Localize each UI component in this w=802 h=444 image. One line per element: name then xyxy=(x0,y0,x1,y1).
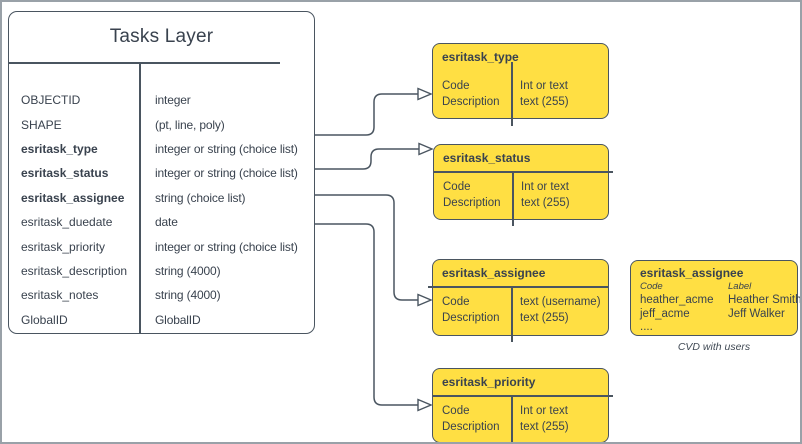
domain-box-esritask-type: esritask_type Code Description Int or te… xyxy=(432,43,609,126)
tasks-layer-table: Tasks Layer OBJECTID integer SHAPE (pt, … xyxy=(8,11,315,334)
connector-esritask-status xyxy=(315,148,419,170)
cvd-more-ellipsis: .... xyxy=(640,321,653,334)
table-row: esritask_duedate date xyxy=(9,210,314,234)
field-name: GlobalID xyxy=(21,312,68,327)
cvd-column-headers: Code Label xyxy=(640,280,797,294)
domain-field: Code xyxy=(443,181,471,193)
connector-esritask-type xyxy=(315,93,418,136)
field-name: OBJECTID xyxy=(21,93,81,108)
field-name: esritask_duedate xyxy=(21,215,113,230)
domain-box-right-column: Int or text text (255) xyxy=(512,171,608,219)
field-name: esritask_description xyxy=(21,263,128,278)
table-row: esritask_assignee string (choice list) xyxy=(9,186,314,210)
domain-field: Code xyxy=(442,405,470,417)
domain-box-left-column: Code Description xyxy=(434,171,512,219)
field-name: esritask_status xyxy=(21,166,109,181)
domain-box-right-column: Int or text text (255) xyxy=(511,395,608,442)
table-row: esritask_status integer or string (choic… xyxy=(9,161,314,185)
cvd-caption: CVD with users xyxy=(677,341,751,353)
table-row: esritask_description string (4000) xyxy=(9,259,314,283)
domain-field-type: Int or text xyxy=(521,181,569,193)
field-name: esritask_assignee xyxy=(21,190,125,205)
cvd-label-header: Label xyxy=(728,281,752,292)
table-row: GlobalID GlobalID xyxy=(9,308,314,332)
arrowhead-esritask-assignee xyxy=(417,293,433,307)
domain-field: Description xyxy=(443,197,501,209)
cvd-row: jeff_acme Jeff Walker xyxy=(640,308,797,322)
cvd-code: jeff_acme xyxy=(640,307,690,320)
table-row: OBJECTID integer xyxy=(9,88,314,112)
domain-box-title: esritask_status xyxy=(443,151,531,165)
domain-box-divider xyxy=(512,171,514,226)
field-name: esritask_type xyxy=(21,141,98,156)
table-row: esritask_type integer or string (choice … xyxy=(9,137,314,161)
field-type: GlobalID xyxy=(155,312,201,327)
field-type: integer xyxy=(155,93,191,108)
domain-box-title: esritask_assignee xyxy=(442,266,546,280)
field-name: esritask_notes xyxy=(21,288,99,303)
domain-box-right-column: Int or text text (255) xyxy=(511,70,608,118)
domain-box-header-line xyxy=(434,171,613,173)
domain-box-header-line xyxy=(433,395,613,397)
cvd-row: heather_acme Heather Smith xyxy=(640,293,800,308)
cvd-sample-box: esritask_assignee Code Label heather_acm… xyxy=(630,260,800,336)
domain-field: Code xyxy=(442,296,470,308)
field-type: integer or string (choice list) xyxy=(155,239,298,254)
field-rows: OBJECTID integer SHAPE (pt, line, poly) … xyxy=(9,88,314,332)
domain-box-divider xyxy=(511,395,513,442)
field-type: string (4000) xyxy=(155,263,221,278)
connector-esritask-assignee xyxy=(315,194,418,301)
domain-field-type: text (255) xyxy=(520,312,569,324)
domain-box-title: esritask_type xyxy=(442,50,519,64)
cvd-code: heather_acme xyxy=(640,293,714,306)
connector-esritask-priority xyxy=(315,223,418,406)
domain-box-left-column: Code Description xyxy=(433,70,511,118)
domain-field: Description xyxy=(442,421,500,433)
table-row: esritask_notes string (4000) xyxy=(9,283,314,307)
cvd-box-title: esritask_assignee xyxy=(640,266,744,280)
field-name: SHAPE xyxy=(21,117,62,132)
title-separator-line xyxy=(9,62,280,64)
tasks-layer-title: Tasks Layer xyxy=(109,26,214,47)
domain-box-left-column: Code Description xyxy=(433,395,511,442)
domain-box-left-column: Code Description xyxy=(433,286,511,335)
domain-box-title: esritask_priority xyxy=(442,375,536,389)
field-type: integer or string (choice list) xyxy=(155,166,298,181)
domain-box-esritask-status: esritask_status Code Description Int or … xyxy=(433,144,613,226)
domain-field-type: Int or text xyxy=(520,80,568,92)
field-type: string (choice list) xyxy=(155,190,246,205)
domain-box-esritask-assignee: esritask_assignee Code Description text … xyxy=(428,259,609,342)
domain-field-type: text (255) xyxy=(520,421,569,433)
domain-box-divider xyxy=(511,62,513,126)
field-type: (pt, line, poly) xyxy=(155,117,225,132)
column-divider-line xyxy=(139,62,141,333)
field-type: date xyxy=(155,215,178,230)
domain-box-header-line xyxy=(428,286,608,288)
arrowhead-esritask-status xyxy=(418,142,434,156)
domain-field: Code xyxy=(442,80,470,92)
field-type: integer or string (choice list) xyxy=(155,141,298,156)
cvd-label: Heather Smith xyxy=(728,293,802,306)
domain-field-type: text (255) xyxy=(520,96,569,108)
field-type: string (4000) xyxy=(155,288,221,303)
domain-box-esritask-priority: esritask_priority Code Description Int o… xyxy=(432,368,613,442)
field-name: esritask_priority xyxy=(21,239,106,254)
domain-box-right-column: text (username) text (255) xyxy=(511,286,608,335)
cvd-label: Jeff Walker xyxy=(728,307,785,320)
domain-field: Description xyxy=(442,96,500,108)
domain-field-type: text (255) xyxy=(521,197,570,209)
domain-field-type: Int or text xyxy=(520,405,568,417)
arrowhead-esritask-priority xyxy=(417,398,433,412)
domain-field-type: text (username) xyxy=(520,296,601,308)
table-row: SHAPE (pt, line, poly) xyxy=(9,112,314,136)
table-row: esritask_priority integer or string (cho… xyxy=(9,234,314,258)
domain-box-divider xyxy=(511,286,513,342)
arrowhead-esritask-type xyxy=(417,87,433,101)
domain-field: Description xyxy=(442,312,500,324)
cvd-code-header: Code xyxy=(640,281,663,292)
